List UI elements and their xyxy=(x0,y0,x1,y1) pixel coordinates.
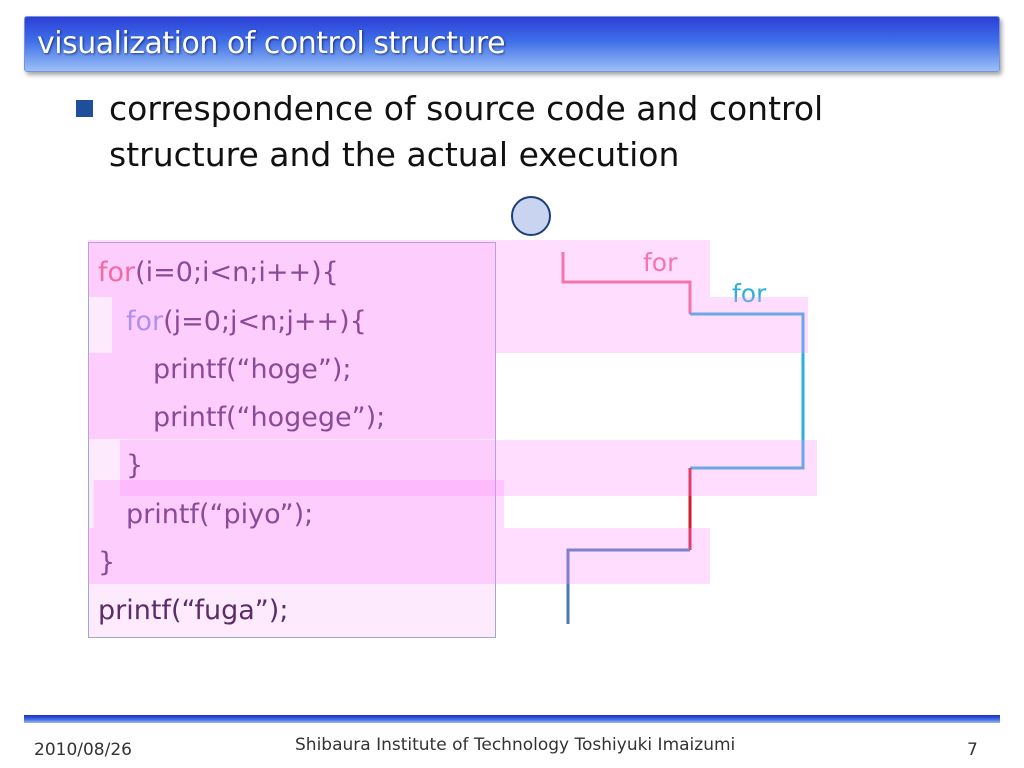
bullet-text: correspondence of source code and contro… xyxy=(109,89,824,174)
inner-for-keyword: for xyxy=(126,306,164,337)
code-line-printf-fuga: printf(“fuga”); xyxy=(98,595,289,626)
footer-divider xyxy=(24,715,1000,723)
code-line-printf-piyo: printf(“piyo”); xyxy=(126,499,314,530)
code-line-printf-hogege: printf(“hogege”); xyxy=(153,402,386,433)
slide-title: visualization of control structure xyxy=(37,26,506,61)
outer-for-keyword: for xyxy=(98,257,136,288)
highlight-printf-piyo xyxy=(94,480,504,528)
highlight-printf-hogege xyxy=(88,401,496,439)
bullet-square-icon xyxy=(76,100,93,117)
footer-date: 2010/08/26 xyxy=(34,740,132,760)
outer-loop-label: for xyxy=(643,248,678,277)
inner-for-condition: (j=0;j<n;j++){ xyxy=(163,306,367,337)
inner-loop-line xyxy=(690,312,805,470)
outer-for-condition: (i=0;i<n;i++){ xyxy=(135,257,339,288)
exit-line xyxy=(566,548,690,624)
code-line-outer-for: for(i=0;i<n;i++){ xyxy=(98,255,339,291)
outer-loop-entry-line xyxy=(561,252,692,314)
highlight-outer-for xyxy=(88,240,710,297)
highlight-printf-hoge xyxy=(88,353,496,401)
code-line-inner-close: } xyxy=(126,450,144,481)
title-bar: visualization of control structure xyxy=(24,16,1000,72)
start-node xyxy=(511,196,551,236)
code-panel xyxy=(88,242,496,638)
code-line-outer-close: } xyxy=(98,547,116,578)
code-line-inner-for: for(j=0;j<n;j++){ xyxy=(126,304,367,340)
footer-author: Shibaura Institute of Technology Toshiyu… xyxy=(295,735,736,755)
inner-loop-label: for xyxy=(732,279,767,308)
highlight-inner-for xyxy=(112,297,808,353)
highlight-outer-close xyxy=(88,528,710,584)
code-line-printf-hoge: printf(“hoge”); xyxy=(153,354,352,385)
page-number: 7 xyxy=(967,740,978,760)
highlight-inner-close xyxy=(120,440,817,496)
